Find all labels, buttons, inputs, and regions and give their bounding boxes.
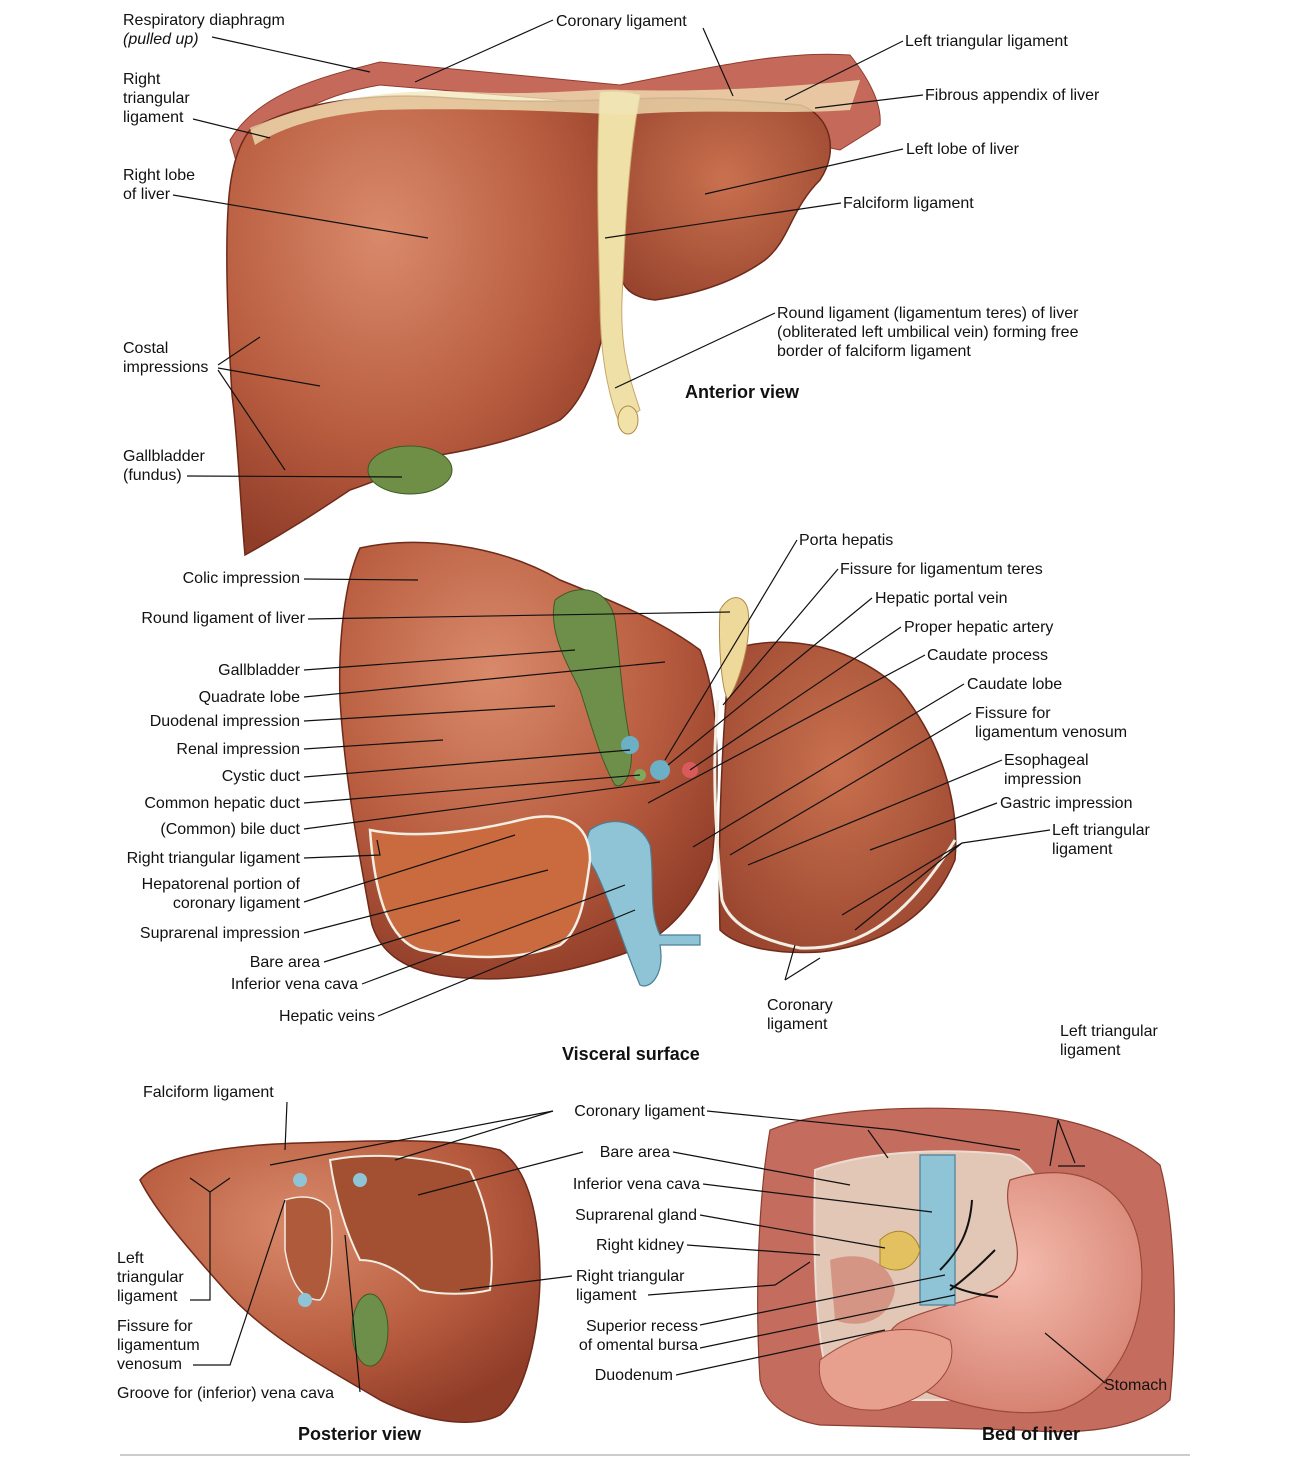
label-right-kidney: Right kidney xyxy=(595,1237,684,1254)
visceral-ivc-shape xyxy=(586,821,701,987)
label-gallbladder-fundus: Gallbladder (fundus) xyxy=(123,448,205,484)
label-right-triangular-ligament-anterior: Right triangular ligament xyxy=(123,71,190,126)
label-bare-area-visceral: Bare area xyxy=(249,954,320,971)
ligament-fringe xyxy=(250,80,860,145)
visceral-surface-figure xyxy=(338,541,957,987)
label-duodenal-impression: Duodenal impression xyxy=(149,713,300,730)
label-quadrate-lobe: Quadrate lobe xyxy=(198,689,300,706)
label-right-lobe: Right lobe of liver xyxy=(123,167,196,203)
label-fissure-venosum-posterior: Fissure for ligamentum venosum xyxy=(117,1318,200,1373)
title-anterior-view: Anterior view xyxy=(685,382,800,402)
label-respiratory-diaphragm: Respiratory diaphragm (pulled up) xyxy=(123,12,285,48)
label-hepatic-veins: Hepatic veins xyxy=(278,1008,375,1025)
label-left-lobe: Left lobe of liver xyxy=(906,141,1019,158)
label-round-ligament-anterior: Round ligament (ligamentum teres) of liv… xyxy=(777,305,1079,360)
label-proper-hepatic-artery: Proper hepatic artery xyxy=(904,619,1054,636)
label-ivc-bed: Inferior vena cava xyxy=(572,1176,700,1193)
visceral-fissure-line xyxy=(713,699,957,950)
gallbladder-fundus-shape xyxy=(367,445,453,495)
label-left-triangular-ligament-visceral: Left triangular ligament xyxy=(1052,822,1150,858)
label-round-ligament-visceral: Round ligament of liver xyxy=(141,610,305,627)
label-caudate-lobe: Caudate lobe xyxy=(967,676,1063,693)
label-esophageal-impression: Esophageal impression xyxy=(1004,752,1089,788)
label-common-bile-duct: (Common) bile duct xyxy=(160,821,300,838)
visceral-round-ligament-shape xyxy=(718,597,750,701)
posterior-groove-shape xyxy=(284,1196,333,1301)
label-colic-impression: Colic impression xyxy=(182,570,300,587)
title-visceral-surface: Visceral surface xyxy=(562,1044,700,1064)
label-bare-area-bed: Bare area xyxy=(599,1144,670,1161)
label-left-triangular-ligament-bed: Left triangular ligament xyxy=(1060,1023,1158,1059)
leader-lines xyxy=(172,19,1106,1393)
bed-kidney-shape xyxy=(830,1256,895,1324)
title-posterior-view: Posterior view xyxy=(298,1424,422,1444)
bed-recess-arrow-3 xyxy=(949,1284,999,1298)
round-ligament-end xyxy=(617,405,639,435)
bed-of-liver-figure xyxy=(757,1107,1175,1433)
visceral-left-lobe-shape xyxy=(718,641,957,954)
label-suprarenal-impression: Suprarenal impression xyxy=(139,925,300,942)
label-gallbladder-visceral: Gallbladder xyxy=(218,662,300,679)
label-caudate-process: Caudate process xyxy=(927,647,1048,664)
label-fissure-teres: Fissure for ligamentum teres xyxy=(840,561,1043,578)
label-falciform-ligament-posterior: Falciform ligament xyxy=(143,1084,274,1101)
label-coronary-ligament-visceral: Coronary ligament xyxy=(767,997,833,1033)
bed-suprarenal-shape xyxy=(879,1230,921,1271)
label-superior-recess: Superior recess of omental bursa xyxy=(578,1318,698,1354)
label-right-triangular-ligament-bed: Right triangular ligament xyxy=(576,1268,685,1304)
label-renal-impression: Renal impression xyxy=(176,741,300,758)
label-cystic-duct: Cystic duct xyxy=(221,768,300,785)
label-common-hepatic-duct: Common hepatic duct xyxy=(144,795,300,812)
label-groove-vena-cava: Groove for (inferior) vena cava xyxy=(117,1385,334,1402)
label-coronary-ligament-anterior: Coronary ligament xyxy=(556,13,687,30)
diaphragm-strip xyxy=(229,53,881,177)
label-gastric-impression: Gastric impression xyxy=(1000,795,1133,812)
label-hepatic-portal-vein: Hepatic portal vein xyxy=(875,590,1008,607)
bed-duodenum-shape xyxy=(818,1329,953,1411)
label-costal-impressions: Costal impressions xyxy=(123,340,209,376)
label-stomach: Stomach xyxy=(1104,1377,1168,1394)
label-coronary-ligament-bed: Coronary ligament xyxy=(574,1103,705,1120)
visceral-gallbladder-shape xyxy=(552,589,632,787)
title-bed-of-liver: Bed of liver xyxy=(982,1424,1081,1444)
label-left-triangular-ligament-posterior: Left triangular ligament xyxy=(117,1250,184,1305)
label-fibrous-appendix: Fibrous appendix of liver xyxy=(925,87,1100,104)
label-duodenum: Duodenum xyxy=(594,1367,673,1384)
label-ivc-visceral: Inferior vena cava xyxy=(230,976,358,993)
left-lobe-shape xyxy=(618,97,832,301)
label-suprarenal-gland: Suprarenal gland xyxy=(575,1207,697,1224)
label-porta-hepatis: Porta hepatis xyxy=(799,532,894,549)
visceral-bare-area-shape xyxy=(368,815,592,959)
label-fissure-venosum: Fissure for ligamentum venosum xyxy=(975,705,1128,741)
anterior-view-figure xyxy=(226,53,881,557)
posterior-bare-area-shape xyxy=(328,1154,493,1295)
posterior-gallbladder-shape xyxy=(351,1293,389,1367)
label-hepatorenal-coronary: Hepatorenal portion of coronary ligament xyxy=(141,876,300,912)
bed-ivc-shape xyxy=(919,1154,956,1306)
label-right-triangular-ligament-visceral: Right triangular ligament xyxy=(126,850,300,867)
posterior-view-figure xyxy=(139,1139,541,1423)
label-left-triangular-ligament-anterior: Left triangular ligament xyxy=(905,33,1068,50)
bed-recess-arrow-1 xyxy=(939,1199,973,1271)
label-falciform-ligament-anterior: Falciform ligament xyxy=(843,195,974,212)
